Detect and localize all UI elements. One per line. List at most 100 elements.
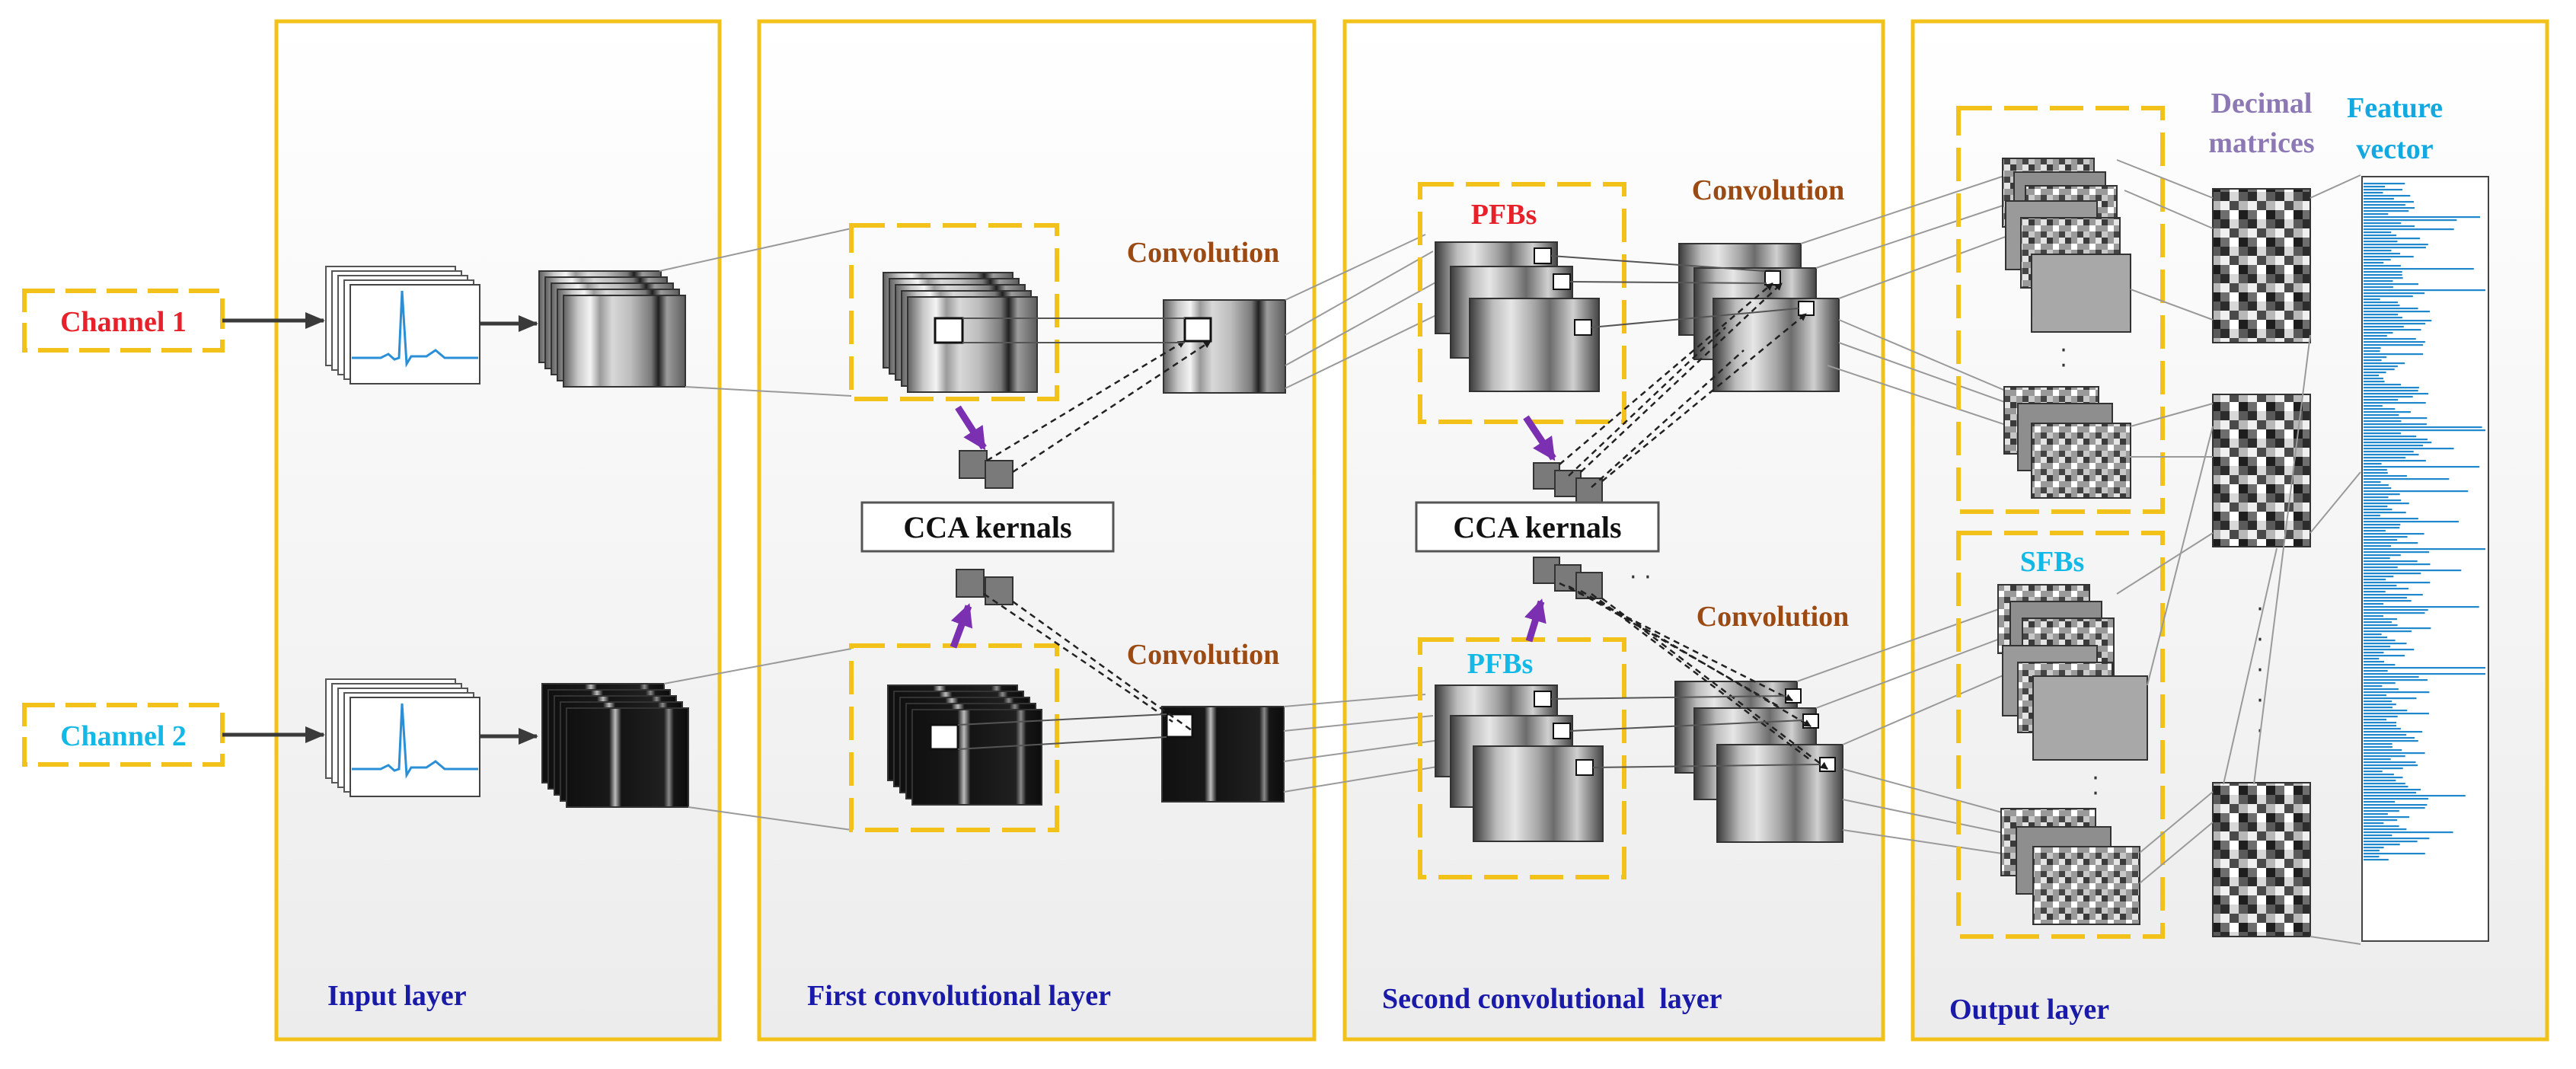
sfb-stack-1-upper: [2002, 158, 2131, 333]
feature-bar: [2364, 387, 2419, 389]
purple-arrow-first-upper: [955, 405, 987, 451]
feature-bar: [2364, 570, 2462, 572]
sfb-stack-1-lower: [2003, 386, 2131, 499]
feature-bar: [2364, 207, 2415, 209]
feature-bar: [2364, 353, 2424, 356]
feature-bar: [2364, 658, 2380, 660]
feature-bar: [2364, 496, 2389, 499]
feature-bar: [2364, 539, 2398, 541]
feature-bar: [2364, 244, 2428, 246]
feature-bar: [2364, 774, 2394, 776]
feature-bar: [2364, 228, 2454, 231]
pfbs-label-1: PFBs: [1471, 199, 1537, 231]
sfbs-box-2: [1956, 531, 2165, 939]
feature-bar: [2364, 831, 2453, 834]
feature-bar: [2364, 429, 2485, 432]
feature-bar: [2364, 384, 2401, 386]
feature-bar: [2364, 764, 2418, 767]
feature-bar: [2364, 280, 2393, 282]
feature-bar: [2364, 801, 2396, 803]
feature-bar: [2364, 420, 2402, 423]
feature-bar: [2364, 457, 2406, 459]
feature-bar: [2364, 402, 2426, 404]
feature-bar: [2364, 795, 2466, 797]
feature-bar: [2364, 850, 2380, 852]
feature-bar: [2364, 713, 2429, 715]
feature-bar: [2364, 222, 2402, 225]
feature-bar: [2364, 697, 2417, 700]
feature-bar: [2364, 816, 2410, 819]
output-layer-label: Output layer: [1949, 994, 2109, 1026]
feature-bar: [2364, 238, 2421, 240]
pfbs-label-2: PFBs: [1467, 648, 1534, 680]
decimal-ellipsis-b: ·: [2256, 627, 2264, 653]
feature-bar: [2364, 749, 2402, 751]
feature-bar: [2364, 192, 2383, 194]
feature-bar: [2364, 268, 2474, 270]
cca-kernals-box-2: [1415, 501, 1660, 553]
feature-bar: [2364, 195, 2411, 197]
second-conv-kernel-lower: [1533, 557, 1603, 599]
feature-bar: [2364, 755, 2405, 758]
feature-bar: [2364, 731, 2423, 733]
feature-bar: [2364, 204, 2405, 206]
first-conv-layer-label: First convolutional layer: [807, 980, 1111, 1012]
feature-bar: [2364, 411, 2411, 413]
first-conv-dashed-lines: [983, 340, 1211, 732]
feature-bar: [2364, 545, 2392, 547]
feature-bar: [2364, 725, 2396, 727]
convolution-label-4: Convolution: [1697, 601, 1850, 633]
feature-bar: [2364, 375, 2380, 377]
feature-bar: [2364, 262, 2384, 264]
feature-bar: [2364, 189, 2402, 191]
feature-bar: [2364, 359, 2382, 362]
feature-bar: [2364, 615, 2383, 617]
feature-bar: [2364, 582, 2431, 584]
feature-bar: [2364, 308, 2418, 310]
feature-bar: [2364, 286, 2393, 289]
feature-bar: [2364, 298, 2380, 301]
decimal-matrix-2: [2212, 394, 2311, 547]
feature-bar: [2364, 859, 2389, 861]
purple-arrow-second-lower: [1524, 598, 1547, 643]
feature-bar: [2364, 576, 2394, 578]
feature-bar: [2364, 466, 2480, 468]
feature-bar: [2364, 694, 2386, 697]
feature-bar: [2364, 560, 2418, 563]
feature-bar: [2364, 186, 2386, 188]
channel-2-label: Channel 2: [60, 720, 187, 752]
feature-bar: [2364, 688, 2399, 691]
feature-bar: [2364, 295, 2413, 298]
feature-bar: [2364, 274, 2402, 276]
feature-bar: [2364, 417, 2428, 420]
input-image-stack-1: [538, 270, 686, 388]
feature-bar: [2364, 819, 2398, 822]
ecg-stack-channel-1: [325, 266, 480, 385]
feature-bar: [2364, 761, 2416, 764]
second-conv-output-stack-2: [1674, 681, 1843, 843]
convolution-label-3: Convolution: [1692, 174, 1845, 206]
sfb-stack-2-upper: [1997, 584, 2148, 761]
feature-bar: [2364, 667, 2485, 669]
feature-bar: [2364, 347, 2381, 349]
feature-bar: [2364, 271, 2402, 273]
first-conv-output-2-marker: [1165, 713, 1194, 739]
feature-bar: [2364, 448, 2454, 450]
feature-bar: [2364, 673, 2485, 675]
feature-vector-bars: [2364, 183, 2485, 861]
feature-bar: [2364, 533, 2424, 535]
second-to-output-lines: [1796, 174, 2057, 861]
first-conv-input-box-1: [849, 223, 1059, 401]
feature-bar: [2364, 399, 2399, 401]
feature-bar: [2364, 216, 2480, 219]
first-conv-kernel-upper: [959, 450, 1013, 489]
feature-bar: [2364, 652, 2384, 654]
first-conv-image-stack-2: [887, 684, 1042, 806]
second-conv-pfbs-box-2: [1418, 637, 1626, 879]
input-layer-label: Input layer: [327, 980, 467, 1012]
feature-bar: [2364, 707, 2392, 709]
feature-bar: [2364, 469, 2387, 471]
feature-bar: [2364, 362, 2405, 365]
feature-bar: [2364, 499, 2402, 502]
feature-bar: [2364, 780, 2396, 782]
